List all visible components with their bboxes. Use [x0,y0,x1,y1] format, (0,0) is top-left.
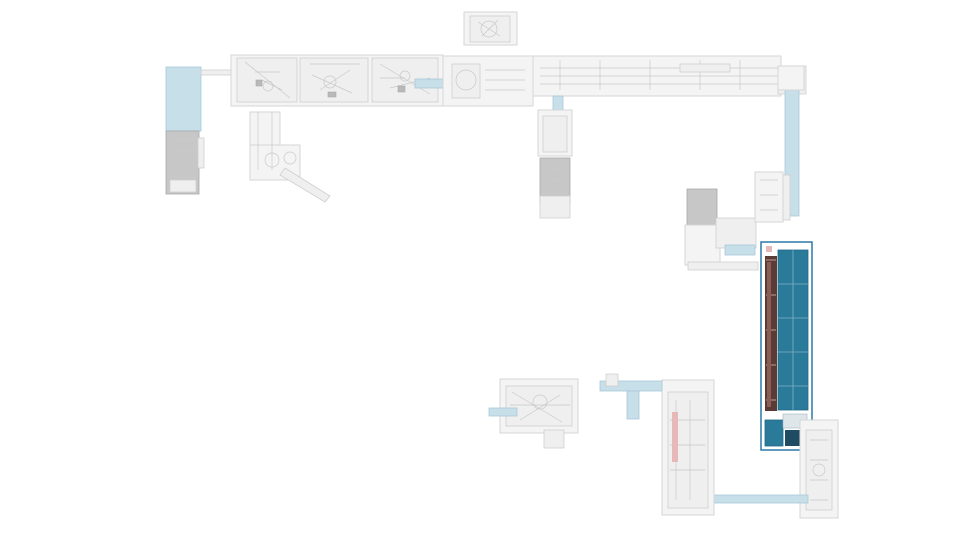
labeling-unit[interactable] [684,171,784,271]
control-cabinet[interactable] [463,11,518,46]
lower-loop-conveyor[interactable] [599,373,809,516]
infeed-buffer[interactable] [165,66,232,195]
accumulation-table[interactable] [760,241,813,451]
elevator-unit[interactable] [249,111,331,203]
cartoner[interactable] [537,95,573,219]
main-line-upper[interactable] [230,54,807,107]
infeed-packer[interactable] [488,378,579,449]
